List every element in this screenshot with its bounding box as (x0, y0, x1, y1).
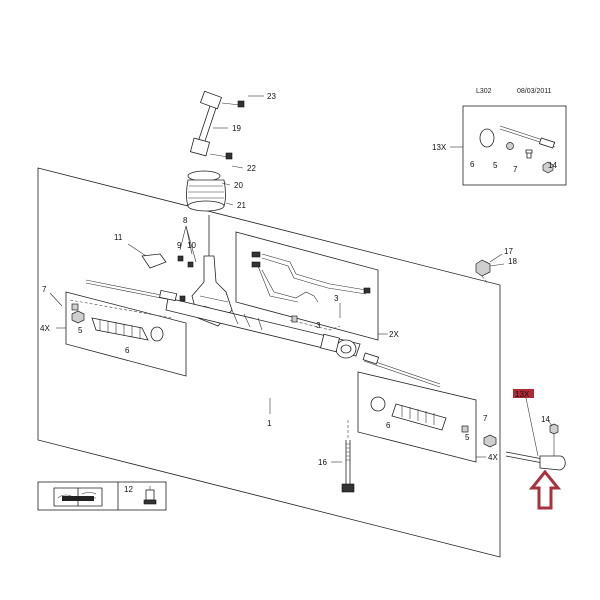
hydraulic-pipes (251, 251, 371, 303)
callout-18: 18 (508, 257, 517, 266)
callout-22: 22 (247, 164, 256, 173)
outer-tie-rod-end (505, 423, 566, 471)
main-assembly-frame (37, 167, 501, 558)
callout-3-lines: 3 (334, 294, 339, 303)
callout-5-left: 5 (78, 326, 83, 335)
mount-bracket (475, 253, 505, 277)
callout-11: 11 (114, 233, 123, 242)
right-rack-boot (391, 403, 447, 431)
callout-7-left: 7 (42, 285, 47, 294)
callout-14-tierod: 14 (541, 415, 550, 424)
legend-box (37, 481, 167, 511)
callout-5-inset: 5 (493, 161, 498, 170)
qty-4x-left: 4X (40, 324, 50, 333)
callout-23: 23 (267, 92, 276, 101)
callout-21: 21 (237, 201, 246, 210)
qty-4x-right: 4X (488, 453, 498, 462)
qty-13x-inset: 13X (432, 143, 447, 152)
valve-bracket (127, 243, 194, 269)
callout-12: 12 (124, 485, 133, 494)
callout-3-seal: 3 (316, 321, 321, 330)
callout-6-right: 6 (386, 421, 391, 430)
dust-boot-21 (186, 179, 226, 212)
highlight-13x-badge (513, 389, 534, 398)
fitting-icon (143, 486, 157, 505)
hydraulic-lines-inset (235, 231, 379, 341)
left-washer (71, 303, 79, 311)
book-wrench-icon (53, 487, 103, 507)
callout-5-right: 5 (465, 433, 470, 442)
left-boot-ring (150, 326, 164, 342)
qty-2x-lines: 2X (389, 330, 399, 339)
callout-19: 19 (232, 124, 241, 133)
coupling-bolt-23 (221, 100, 245, 108)
callout-14-inset: 14 (548, 161, 557, 170)
intermediate-shaft (189, 90, 223, 157)
qty-13x-highlighted: 13X (515, 390, 530, 399)
callout-17: 17 (504, 247, 513, 256)
inset-nut (542, 161, 554, 174)
callout-10: 10 (187, 241, 196, 250)
pinion-seal-20 (187, 170, 221, 182)
right-nut (483, 434, 497, 448)
callout-1: 1 (267, 419, 272, 428)
coupling-bolt-22 (209, 152, 233, 160)
right-boot-ring (370, 396, 386, 412)
inset-washer (506, 142, 514, 150)
callout-8: 8 (183, 216, 188, 225)
inset-boot-ring (479, 128, 495, 148)
up-arrow-icon (528, 469, 562, 510)
o-ring-seal (291, 315, 298, 323)
mounting-bolt-16 (341, 440, 355, 493)
callout-7-right: 7 (483, 414, 488, 423)
diagram-date: 08/03/2011 (517, 88, 552, 95)
tie-rod-kit-inset-box (462, 105, 567, 186)
left-tie-rod-inset (65, 291, 187, 377)
diagram-code: L302 (476, 88, 492, 95)
left-rack-boot (91, 317, 149, 341)
right-washer (461, 425, 469, 433)
right-inner-tie-rod (362, 352, 441, 388)
callout-9: 9 (177, 241, 182, 250)
inset-clamp (525, 149, 533, 159)
left-inner-tie-rod (85, 279, 186, 302)
callout-6-inset: 6 (470, 160, 475, 169)
callout-16: 16 (318, 458, 327, 467)
rack-end-mount (320, 333, 357, 359)
callout-20: 20 (234, 181, 243, 190)
inset-inner-tie-rod (499, 125, 556, 149)
callout-7-inset: 7 (513, 165, 518, 174)
rack-housing-tube (165, 297, 361, 357)
callout-6-left: 6 (125, 346, 130, 355)
left-nut (71, 310, 85, 324)
right-tie-rod-inset (357, 371, 477, 463)
